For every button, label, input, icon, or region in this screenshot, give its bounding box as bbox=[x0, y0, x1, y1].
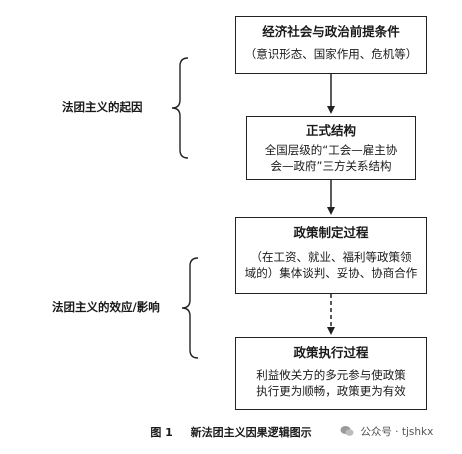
watermark: 公众号 · tjshkx bbox=[340, 424, 433, 440]
group-label-effects: 法团主义的效应/影响 bbox=[52, 300, 160, 314]
figure-number: 图 1 bbox=[150, 426, 173, 439]
box-formal-structure-line-2: 会—政府”三方关系结构 bbox=[270, 159, 392, 173]
box-policymaking: 政策制定过程 （在工资、就业、福利等政策领 域的）集体谈判、妥协、协商合作 bbox=[235, 217, 427, 294]
brace-effects bbox=[181, 257, 199, 359]
group-label-causes: 法团主义的起因 bbox=[62, 100, 143, 114]
watermark-text: 公众号 · tjshkx bbox=[360, 426, 434, 438]
figure-caption: 图 1 新法团主义因果逻辑图示 bbox=[0, 424, 462, 440]
box-formal-structure: 正式结构 全国层级的“工会—雇主协 会—政府”三方关系结构 bbox=[246, 116, 416, 180]
figure-title: 新法团主义因果逻辑图示 bbox=[190, 426, 312, 439]
box-policymaking-line-1: （在工资、就业、福利等政策领 bbox=[250, 250, 412, 264]
wechat-icon bbox=[340, 425, 354, 440]
box-formal-structure-line-1: 全国层级的“工会—雇主协 bbox=[264, 143, 398, 157]
box-formal-structure-title: 正式结构 bbox=[305, 123, 356, 138]
box-conditions-line-1: （意识形态、国家作用、危机等） bbox=[244, 47, 418, 61]
box-execution-line-2: 执行更为顺畅，政策更为有效 bbox=[256, 384, 406, 398]
brace-causes bbox=[171, 57, 189, 159]
box-policymaking-title: 政策制定过程 bbox=[293, 225, 369, 240]
box-conditions: 经济社会与政治前提条件 （意识形态、国家作用、危机等） bbox=[235, 16, 427, 74]
box-policymaking-line-2: 域的）集体谈判、妥协、协商合作 bbox=[244, 266, 418, 280]
box-execution: 政策执行过程 利益攸关方的多元参与使政策 执行更为顺畅，政策更为有效 bbox=[235, 337, 427, 410]
box-execution-line-1: 利益攸关方的多元参与使政策 bbox=[256, 368, 406, 382]
box-conditions-title: 经济社会与政治前提条件 bbox=[262, 24, 400, 39]
box-execution-title: 政策执行过程 bbox=[293, 345, 369, 360]
